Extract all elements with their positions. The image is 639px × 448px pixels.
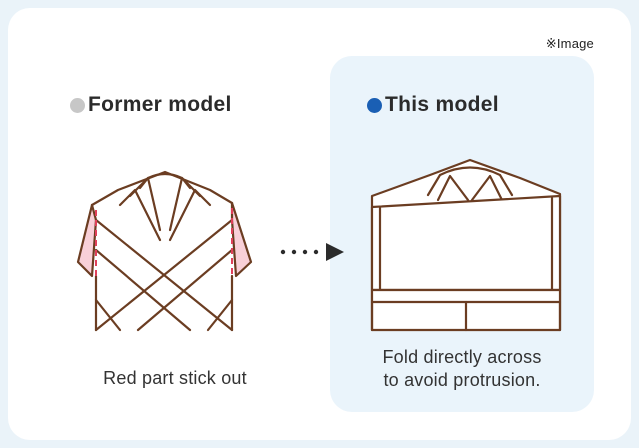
former-model-heading: Former model	[70, 93, 232, 117]
former-model-title: Former model	[88, 93, 232, 116]
gray-bullet-icon	[70, 97, 85, 113]
this-model-caption-line1: Fold directly across	[382, 347, 542, 367]
blue-bullet-icon	[367, 97, 382, 113]
this-model-heading: This model	[367, 93, 499, 117]
this-model-title: This model	[385, 93, 499, 116]
image-note: ※Image	[545, 36, 594, 51]
this-model-caption: Fold directly across to avoid protrusion…	[330, 346, 594, 392]
this-model-caption-line2: to avoid protrusion.	[383, 370, 541, 390]
former-model-caption: Red part stick out	[103, 368, 247, 388]
